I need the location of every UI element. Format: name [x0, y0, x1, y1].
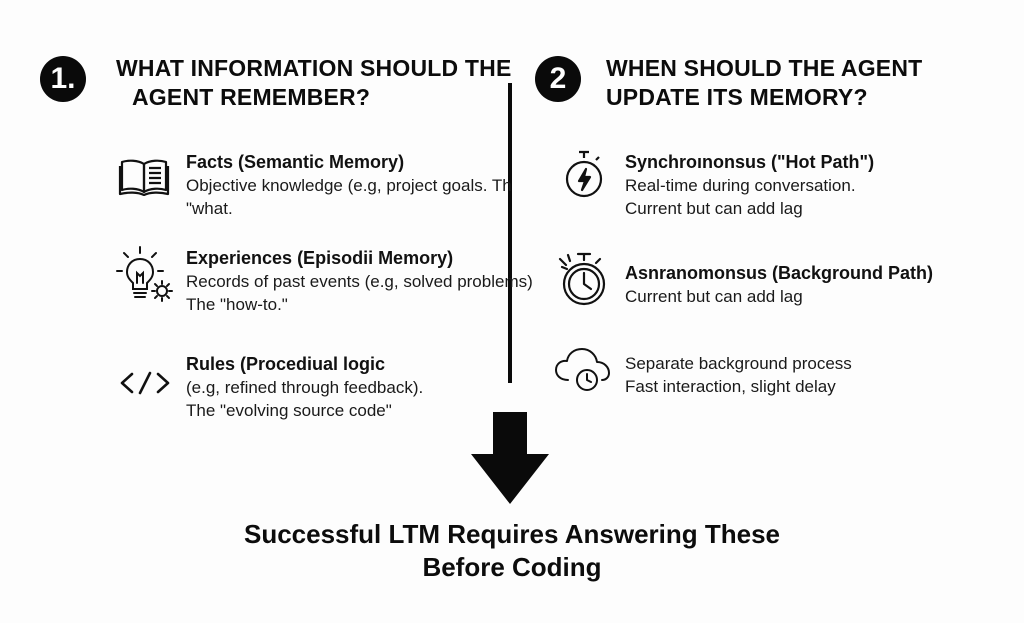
background-process-line2: Fast interaction, slight delay: [625, 377, 836, 396]
synchronous-desc-line1: Real-time during conversation.: [625, 176, 856, 195]
conclusion-line2: Before Coding: [422, 552, 602, 582]
conclusion-line1: Successful LTM Requires Answering These: [243, 519, 781, 549]
lightbulb-gear-icon: [114, 245, 176, 305]
section-1-heading: WHAT INFORMATION SHOULD THE AGENT REMEMB…: [116, 54, 512, 112]
section-2-heading-line2: UPDATE ITS MEMORY?: [606, 84, 868, 110]
experiences-title: Experiences (Episodii Memory): [186, 248, 454, 268]
synchronous-title: Synchroınonsus ("Hot Path"): [625, 152, 875, 172]
synchronous-desc-line2: Current but can add lag: [625, 199, 803, 218]
rules-desc-line2: The "evolving source code": [186, 401, 392, 420]
experiences-item: Experiences (Episodii Memory) Records of…: [186, 247, 533, 316]
section-2-heading-line1: WHEN SHOULD THE AGENT: [606, 55, 923, 81]
facts-item: Facts (Semantic Memory) Objective knowle…: [186, 151, 512, 220]
alarm-clock-icon: [558, 251, 610, 307]
rules-title: Rules (Procediual logic: [186, 354, 386, 374]
code-icon: [120, 371, 170, 395]
experiences-desc-line2: The "how-to.": [186, 295, 288, 314]
synchronous-item: Synchroınonsus ("Hot Path") Real-time du…: [625, 151, 874, 220]
down-arrow-icon: [471, 412, 549, 509]
section-1-heading-line1: WHAT INFORMATION SHOULD THE: [116, 55, 512, 81]
section-1-heading-line2: AGENT REMEMBER?: [132, 84, 371, 110]
facts-title: Facts (Semantic Memory): [186, 152, 405, 172]
background-process-line1: Separate background process: [625, 354, 852, 373]
experiences-desc-line1: Records of past events (e.g, solved prob…: [186, 272, 533, 291]
column-divider: [508, 83, 512, 383]
step-number-1: 1.: [40, 56, 86, 102]
cloud-clock-icon: [554, 346, 612, 392]
facts-desc-line2: "what.: [186, 199, 233, 218]
stopwatch-lightning-icon: [564, 150, 604, 202]
rules-item: Rules (Procediual logic (e.g, refined th…: [186, 353, 423, 422]
book-icon: [118, 156, 170, 196]
conclusion-text: Successful LTM Requires Answering These …: [0, 518, 1024, 584]
section-2-heading: WHEN SHOULD THE AGENT UPDATE ITS MEMORY?: [606, 54, 922, 112]
asynchronous-item: Asnranomonsus (Background Path) Current …: [625, 262, 933, 308]
background-process-item: Separate background process Fast interac…: [625, 352, 852, 398]
facts-desc-line1: Objective knowledge (e.g, project goals.…: [186, 176, 512, 195]
asynchronous-title: Asnranomonsus (Background Path): [625, 263, 934, 283]
step-number-2: 2: [535, 56, 581, 102]
asynchronous-desc-line1: Current but can add lag: [625, 287, 803, 306]
rules-desc-line1: (e.g, refined through feedback).: [186, 378, 424, 397]
